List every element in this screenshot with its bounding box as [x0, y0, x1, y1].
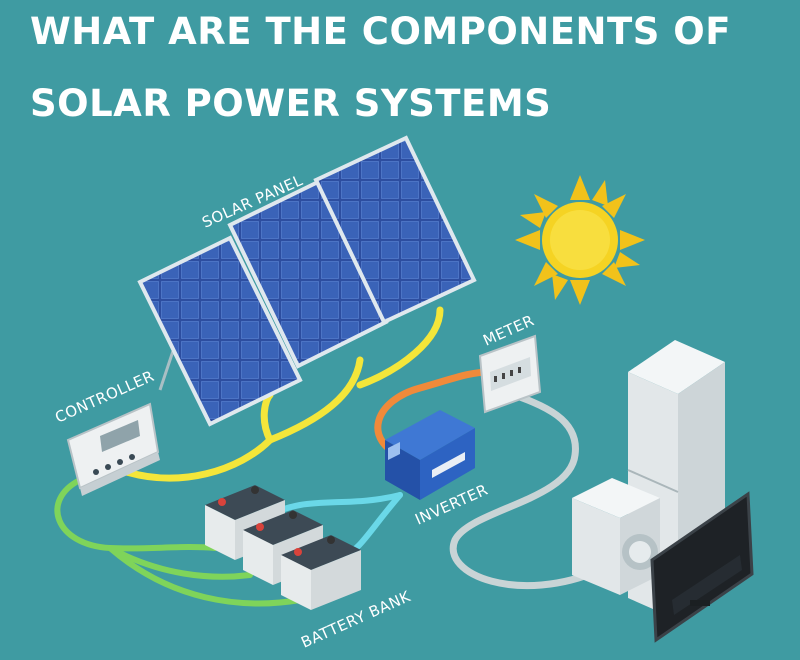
- solar-panel-array: [137, 135, 477, 427]
- ac-wire: [374, 368, 494, 462]
- title-line-2: SOLAR POWER SYSTEMS: [30, 82, 552, 125]
- battery-wires: [54, 477, 303, 607]
- charge-controller: [66, 402, 160, 496]
- television: [650, 491, 754, 643]
- battery-bank: [205, 485, 361, 610]
- title-line-1: WHAT ARE THE COMPONENTS OF: [30, 10, 732, 53]
- battery-3: [281, 535, 361, 610]
- solar-panel-1: [137, 235, 303, 427]
- electric-meter: [478, 334, 542, 414]
- dc-wires: [116, 306, 444, 482]
- load-wire: [449, 388, 604, 590]
- washing-machine: [572, 478, 660, 595]
- solar-panel-3: [313, 135, 477, 325]
- sun-icon: [515, 175, 645, 305]
- inverter: [385, 410, 475, 500]
